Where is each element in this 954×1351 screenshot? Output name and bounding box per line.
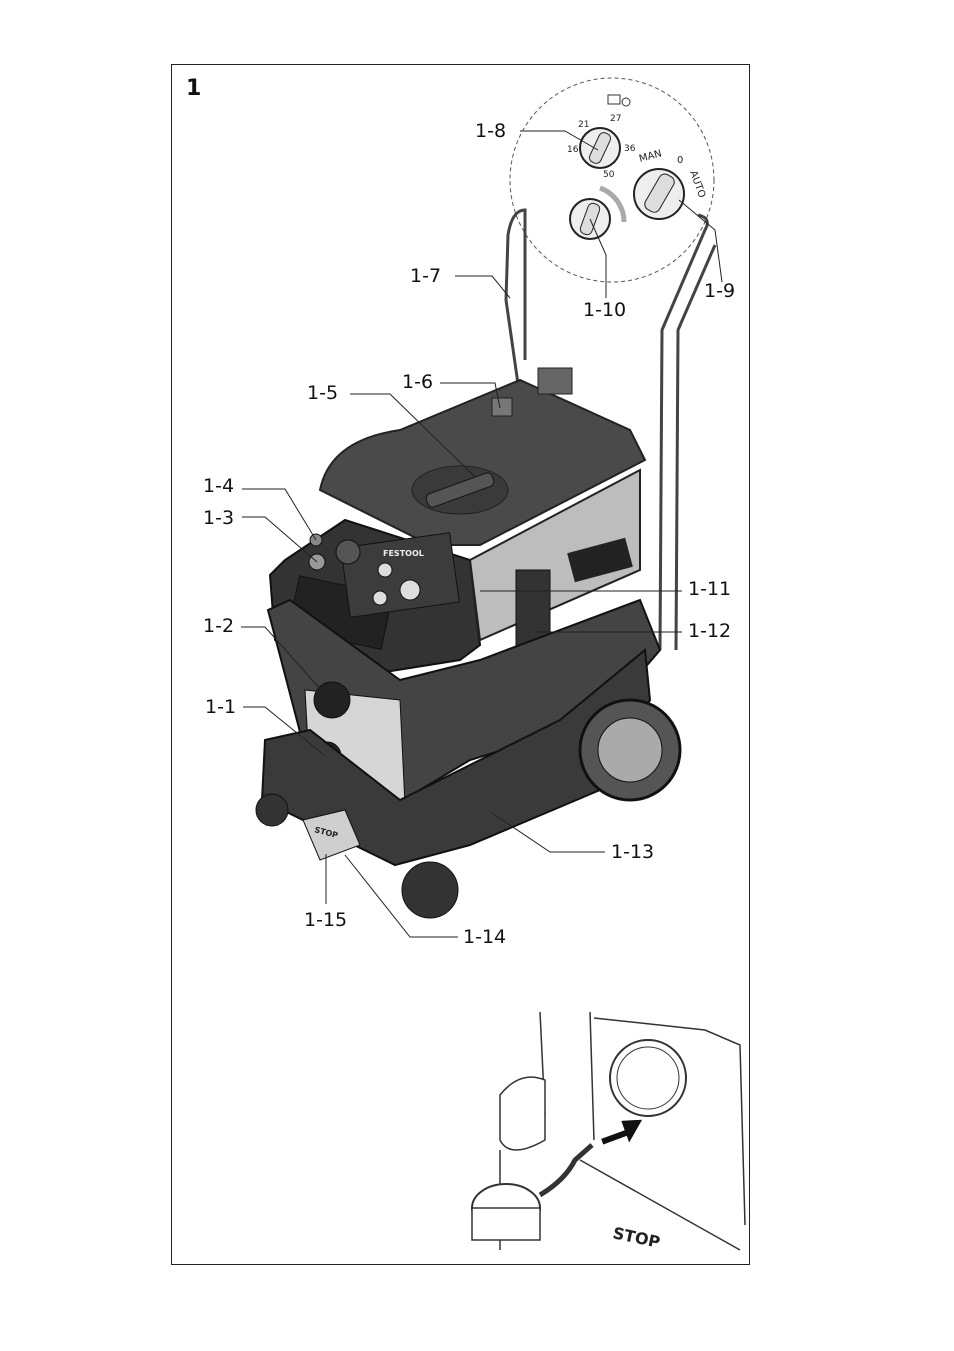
figure-frame: [171, 64, 750, 1265]
handle-right: [658, 213, 709, 651]
front-caster-left: [255, 793, 289, 827]
callout-1-6: 1-6: [402, 371, 434, 393]
leader-1-9: [678, 199, 723, 283]
mode-grip: [644, 173, 675, 213]
figure-number: 1: [186, 76, 202, 101]
callout-1-15: 1-15: [304, 909, 348, 931]
mode-off: 0: [677, 155, 683, 166]
callout-1-14: 1-14: [463, 926, 507, 948]
leader-1-3: [242, 516, 318, 563]
scale-36: 36: [624, 144, 636, 154]
callout-1-7: 1-7: [410, 265, 442, 287]
leader-1-14: [344, 854, 458, 938]
top-lid: [318, 378, 647, 546]
inset-stop-label: STOP: [611, 1223, 662, 1252]
selector-grip: [588, 132, 612, 164]
inset-pillar-right: [589, 1011, 595, 1141]
scale-21: 21: [578, 120, 589, 130]
inset-cap-strap: [538, 1143, 594, 1198]
callout-1-4: 1-4: [203, 475, 235, 497]
power-arc: [599, 185, 627, 223]
handle-right-inner: [674, 244, 717, 651]
carry-handle: [425, 472, 495, 508]
rear-wheel-hub: [597, 717, 663, 783]
systainer-latch: [491, 397, 513, 417]
leader-1-7: [455, 275, 511, 299]
stop-pedal: [302, 809, 361, 861]
inset-detail: STOP: [471, 1011, 746, 1252]
scale-16: 16: [567, 145, 579, 155]
callout-1-8: 1-8: [475, 120, 507, 142]
inset-housing: [593, 1017, 746, 1226]
inset-cap-body: [471, 1207, 541, 1241]
callout-1-12: 1-12: [688, 620, 732, 642]
leader-1-1: [243, 706, 325, 756]
leader-lines: [241, 130, 723, 938]
panel-knob-3: [372, 590, 388, 606]
leader-1-13: [491, 812, 605, 853]
front-caster-right: [401, 861, 459, 919]
callout-1-10: 1-10: [583, 299, 627, 321]
scale-27: 27: [610, 114, 621, 124]
leader-1-5: [350, 393, 476, 478]
leader-1-8: [520, 130, 599, 151]
panel-knob-1: [377, 562, 393, 578]
callout-1-3: 1-3: [203, 507, 235, 529]
hose-diameter-icon: [621, 97, 631, 107]
inset-port: [616, 1046, 680, 1110]
detail-circle: [509, 77, 715, 283]
mode-man: MAN: [638, 148, 663, 165]
callout-1-1: 1-1: [205, 696, 237, 718]
leader-1-4: [242, 488, 317, 541]
side-vent: [567, 537, 633, 583]
panel-knob-2: [399, 579, 421, 601]
callout-1-2: 1-2: [203, 615, 235, 637]
port-1-2: [313, 681, 351, 719]
rear-bracket: [537, 367, 573, 395]
mode-auto: AUTO: [687, 169, 707, 199]
handle-left: [504, 208, 527, 385]
leader-1-2: [241, 626, 331, 701]
inset-wheel-arch: [499, 1076, 546, 1151]
callout-1-11: 1-11: [688, 578, 732, 600]
control-panel: [340, 532, 460, 618]
panel-logo: FESTOOL: [383, 549, 424, 558]
leader-1-10: [589, 218, 607, 298]
leader-1-6: [440, 382, 501, 409]
callout-1-5: 1-5: [307, 382, 339, 404]
inset-arrow: [601, 1119, 643, 1145]
scale-50: 50: [603, 170, 615, 180]
panel-circle: [335, 539, 361, 565]
callout-1-9: 1-9: [704, 280, 736, 302]
callout-1-13: 1-13: [611, 841, 655, 863]
side-body: [468, 468, 641, 642]
filter-icon: [607, 94, 621, 105]
